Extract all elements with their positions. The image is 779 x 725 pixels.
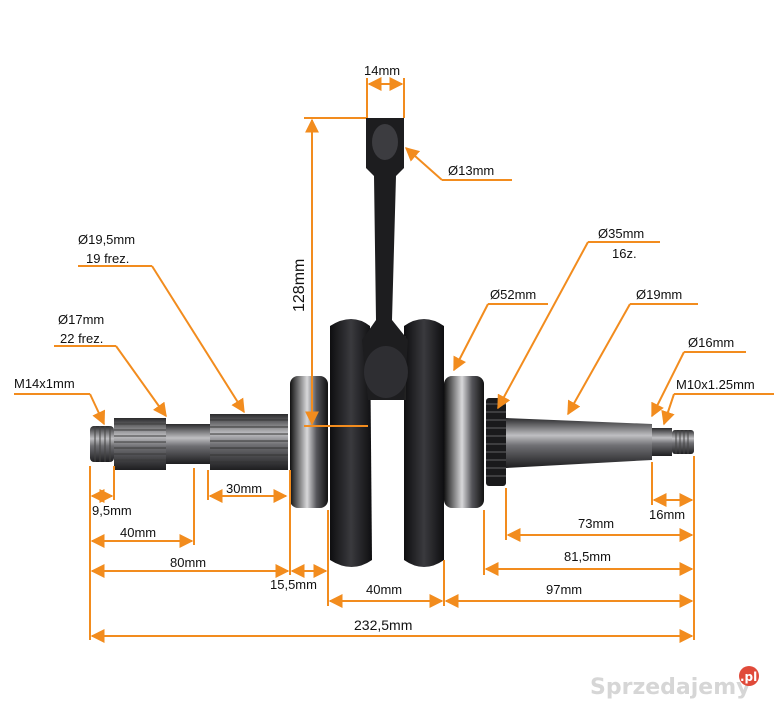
label-rod-length: 128mm	[291, 259, 308, 312]
label-left-bearing-width: 15,5mm	[270, 577, 317, 592]
right-tip	[652, 428, 672, 456]
left-bearing	[290, 376, 328, 508]
left-outer-spline	[210, 414, 288, 470]
label-left-inner-spline-diameter: Ø17mm	[58, 312, 104, 327]
label-right-thread: M10x1.25mm	[676, 377, 755, 392]
label-right-shaft-diameter: Ø19mm	[636, 287, 682, 302]
watermark-text: Sprzedajemy	[590, 675, 751, 700]
label-right-73: 73mm	[578, 516, 614, 531]
timing-gear	[486, 398, 506, 486]
left-thread	[90, 426, 114, 462]
label-right-81-5: 81,5mm	[564, 549, 611, 564]
label-left-spline-length: 30mm	[226, 481, 262, 496]
rod-small-end	[372, 124, 398, 160]
watermark: Sprzedajemy .pl	[590, 666, 759, 700]
label-gear-diameter: Ø35mm	[598, 226, 644, 241]
label-total-length: 232,5mm	[354, 617, 412, 633]
left-neck	[166, 424, 210, 464]
rod-big-end	[364, 346, 408, 398]
dimension-lines	[14, 77, 774, 643]
crankshaft-part	[90, 118, 694, 567]
label-right-16: 16mm	[649, 507, 685, 522]
left-inner-spline	[114, 418, 166, 470]
watermark-badge	[739, 666, 759, 686]
label-left-thread-length: 9,5mm	[92, 503, 132, 518]
label-right-tip-diameter: Ø16mm	[688, 335, 734, 350]
label-left-40: 40mm	[120, 525, 156, 540]
dimension-labels: 14mm 128mm Ø13mm Ø19,5mm 19 frez. Ø17mm …	[14, 63, 755, 633]
right-crank-web	[404, 319, 444, 567]
left-crank-web	[330, 319, 372, 567]
watermark-suffix: .pl	[740, 670, 757, 684]
label-pin-width: 14mm	[364, 63, 400, 78]
label-left-spline-teeth: 19 frez.	[86, 251, 129, 266]
label-gear-teeth: 16z.	[612, 246, 637, 261]
label-left-thread: M14x1mm	[14, 376, 75, 391]
label-right-97: 97mm	[546, 582, 582, 597]
label-left-inner-spline-teeth: 22 frez.	[60, 331, 103, 346]
label-pin-diameter: Ø13mm	[448, 163, 494, 178]
connecting-rod	[362, 118, 408, 400]
label-left-spline-diameter: Ø19,5mm	[78, 232, 135, 247]
label-web-span: 40mm	[366, 582, 402, 597]
label-bearing-diameter: Ø52mm	[490, 287, 536, 302]
label-left-80: 80mm	[170, 555, 206, 570]
right-taper-shaft	[506, 418, 652, 468]
right-bearing	[444, 376, 484, 508]
right-thread	[672, 430, 694, 454]
